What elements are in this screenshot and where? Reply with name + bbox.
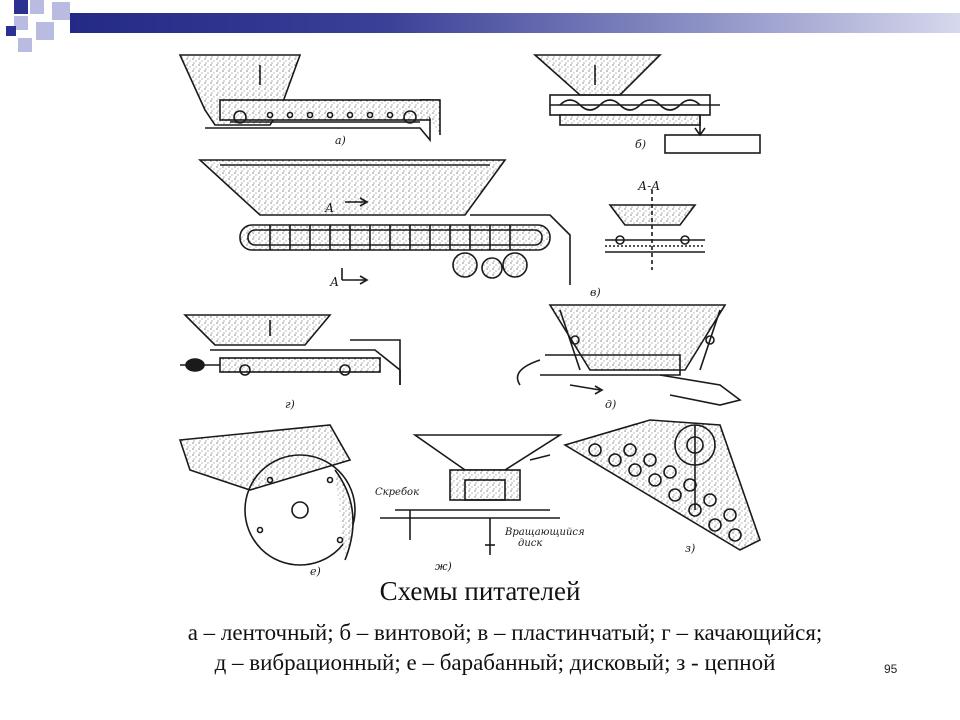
label-a: а) [335,134,346,147]
label-b: б) [635,138,646,151]
label-disk-line2: диск [518,538,542,549]
scheme-b [532,54,761,154]
scheme-zh [380,434,563,555]
scheme-section [605,190,705,270]
label-section-a-top: А [324,201,334,215]
label-d: д) [605,398,616,411]
label-z: з) [685,542,695,555]
label-section-a-bottom: А [329,275,339,289]
header-bar [70,13,960,33]
scheme-e [178,424,356,566]
label-g: г) [285,398,295,411]
scheme-d [516,304,742,406]
scheme-a [178,54,441,143]
label-disk-line1: Вращающийся [504,527,585,538]
label-zh: ж) [435,560,452,573]
scheme-g [180,314,401,385]
scheme-v [197,159,571,285]
legend-line-2: д – вибрационный; е – барабанный; дисков… [214,650,776,675]
caption-title: Схемы питателей [379,576,581,606]
page-number: 95 [884,662,898,676]
feeders-diagram: а) б) в) г) д) е) ж) з) А-А А А Скребок … [178,54,761,578]
label-scraper: Скребок [375,487,419,498]
corner-decoration [6,0,70,52]
label-section: А-А [637,179,660,193]
legend-line-1: а – ленточный; б – винтовой; в – пластин… [187,620,823,645]
label-v: в) [590,286,601,299]
scheme-z [563,419,761,551]
label-e: е) [310,565,321,578]
